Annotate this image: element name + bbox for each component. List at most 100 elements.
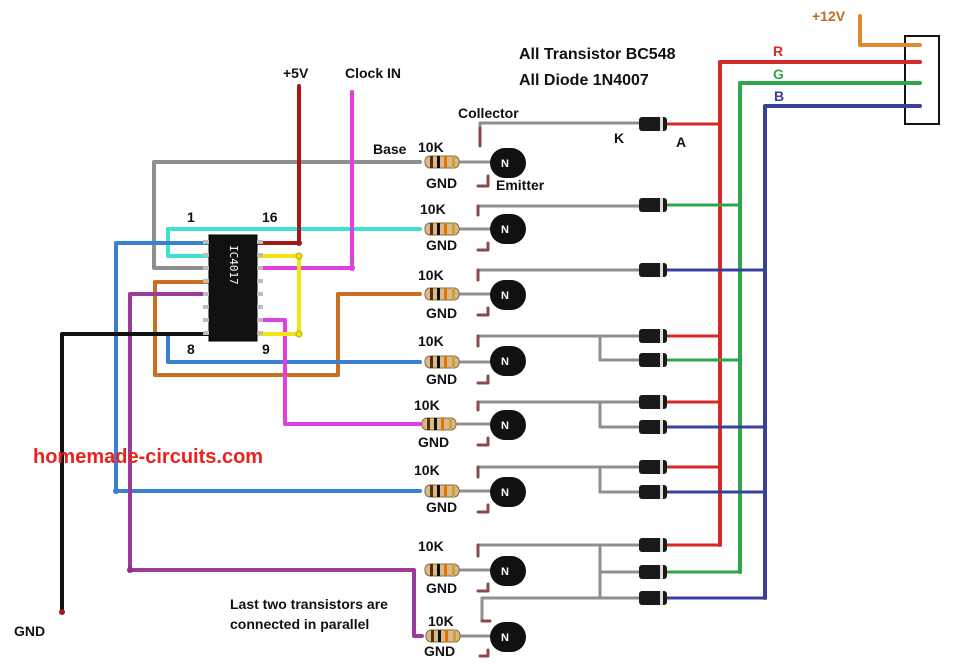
resistor-label: 10K <box>420 201 446 217</box>
diode <box>639 117 667 131</box>
svg-text:N: N <box>501 290 509 302</box>
rgb-b-label: B <box>774 88 784 104</box>
resistor <box>424 484 460 498</box>
gnd-label: GND <box>426 237 457 253</box>
diodes <box>639 117 667 605</box>
svg-text:N: N <box>501 487 509 499</box>
brown-wire <box>153 280 422 377</box>
diode <box>639 198 667 212</box>
gnd-label: GND <box>426 371 457 387</box>
green-bus-wire <box>738 81 922 574</box>
svg-text:N: N <box>501 356 509 368</box>
collector-wiring <box>476 121 767 622</box>
transistor: N <box>490 410 526 440</box>
transistor: N <box>490 477 526 507</box>
pin-16-label: 16 <box>262 209 278 225</box>
supply-junction <box>296 240 302 246</box>
resistor-label: 10K <box>418 267 444 283</box>
stage-1: N <box>424 126 526 188</box>
resistor-label: 10K <box>418 538 444 554</box>
resistor-label: 10K <box>418 139 444 155</box>
diode <box>639 591 667 605</box>
pin-9-label: 9 <box>262 341 270 357</box>
resistor <box>424 155 460 169</box>
ic-4017: IC4017 <box>203 234 263 342</box>
resistor-label: 10K <box>414 397 440 413</box>
resistor-label: 10K <box>418 333 444 349</box>
stage-2: N <box>424 204 526 252</box>
rgb-led-connector <box>904 35 940 125</box>
mid-blue-wire <box>166 332 422 364</box>
plus-12v-label: +12V <box>812 8 846 24</box>
stage-7: N <box>424 543 526 593</box>
resistor <box>421 417 457 431</box>
rgb-g-label: G <box>773 66 784 82</box>
purple-wire <box>128 292 424 638</box>
plus-12v-wire <box>858 14 922 47</box>
transistor: N <box>490 148 526 178</box>
gnd-label: GND <box>418 434 449 450</box>
stage-4: N <box>424 334 526 385</box>
gnd-label: GND <box>424 643 455 659</box>
diode <box>639 420 667 434</box>
site-watermark: homemade-circuits.com <box>33 446 263 468</box>
stage-6: N <box>424 465 526 514</box>
pin-8-label: 8 <box>187 341 195 357</box>
svg-text:N: N <box>501 566 509 578</box>
stage-8: N <box>425 619 526 658</box>
emitter-label: Emitter <box>496 177 545 193</box>
gnd-main-label: GND <box>14 623 45 639</box>
gnd-label: GND <box>426 499 457 515</box>
resistor-label: 10K <box>428 613 454 629</box>
anode-label: A <box>676 134 686 150</box>
stage-5: N <box>421 400 526 447</box>
purple-junction <box>127 567 133 573</box>
plus-5v-label: +5V <box>283 65 309 81</box>
diode <box>639 353 667 367</box>
transistor-note: All Transistor BC548 <box>519 46 676 63</box>
gnd-label: GND <box>426 305 457 321</box>
svg-text:N: N <box>501 420 509 432</box>
gnd-label: GND <box>426 580 457 596</box>
diode-note: All Diode 1N4007 <box>519 72 649 89</box>
svg-text:N: N <box>501 224 509 236</box>
diode <box>639 565 667 579</box>
collector-label: Collector <box>458 105 519 121</box>
cathode-label: K <box>614 130 624 146</box>
resistor <box>425 629 461 643</box>
junction-dots <box>295 252 303 338</box>
resistor <box>424 222 460 236</box>
diode <box>639 485 667 499</box>
base-label: Base <box>373 141 407 157</box>
diode <box>639 395 667 409</box>
diode <box>639 460 667 474</box>
resistor <box>424 355 460 369</box>
gray-wire <box>152 160 422 270</box>
parallel-note-line1: Last two transistors are <box>230 596 388 612</box>
diode <box>639 329 667 343</box>
transistor: N <box>490 556 526 586</box>
pin-1-label: 1 <box>187 209 195 225</box>
svg-text:N: N <box>501 158 509 170</box>
svg-text:N: N <box>501 632 509 644</box>
gnd-end-dot <box>59 609 65 615</box>
clock-junction <box>349 265 355 271</box>
blue-junction <box>113 488 119 494</box>
rgb-r-label: R <box>773 43 783 59</box>
transistor: N <box>490 346 526 376</box>
resistor-label: 10K <box>414 462 440 478</box>
diode <box>639 538 667 552</box>
red-bus-wire <box>718 60 922 547</box>
resistor <box>424 287 460 301</box>
gnd-wire <box>60 332 210 614</box>
blue-bus-wire <box>763 104 922 600</box>
transistor: N <box>490 214 526 244</box>
ic-name: IC4017 <box>227 245 240 285</box>
yellow-wire <box>256 254 301 336</box>
transistor: N <box>490 280 526 310</box>
stage-3: N <box>424 268 526 317</box>
resistor <box>424 563 460 577</box>
parallel-note-line2: connected in parallel <box>230 616 369 632</box>
pink-wire <box>256 318 422 426</box>
